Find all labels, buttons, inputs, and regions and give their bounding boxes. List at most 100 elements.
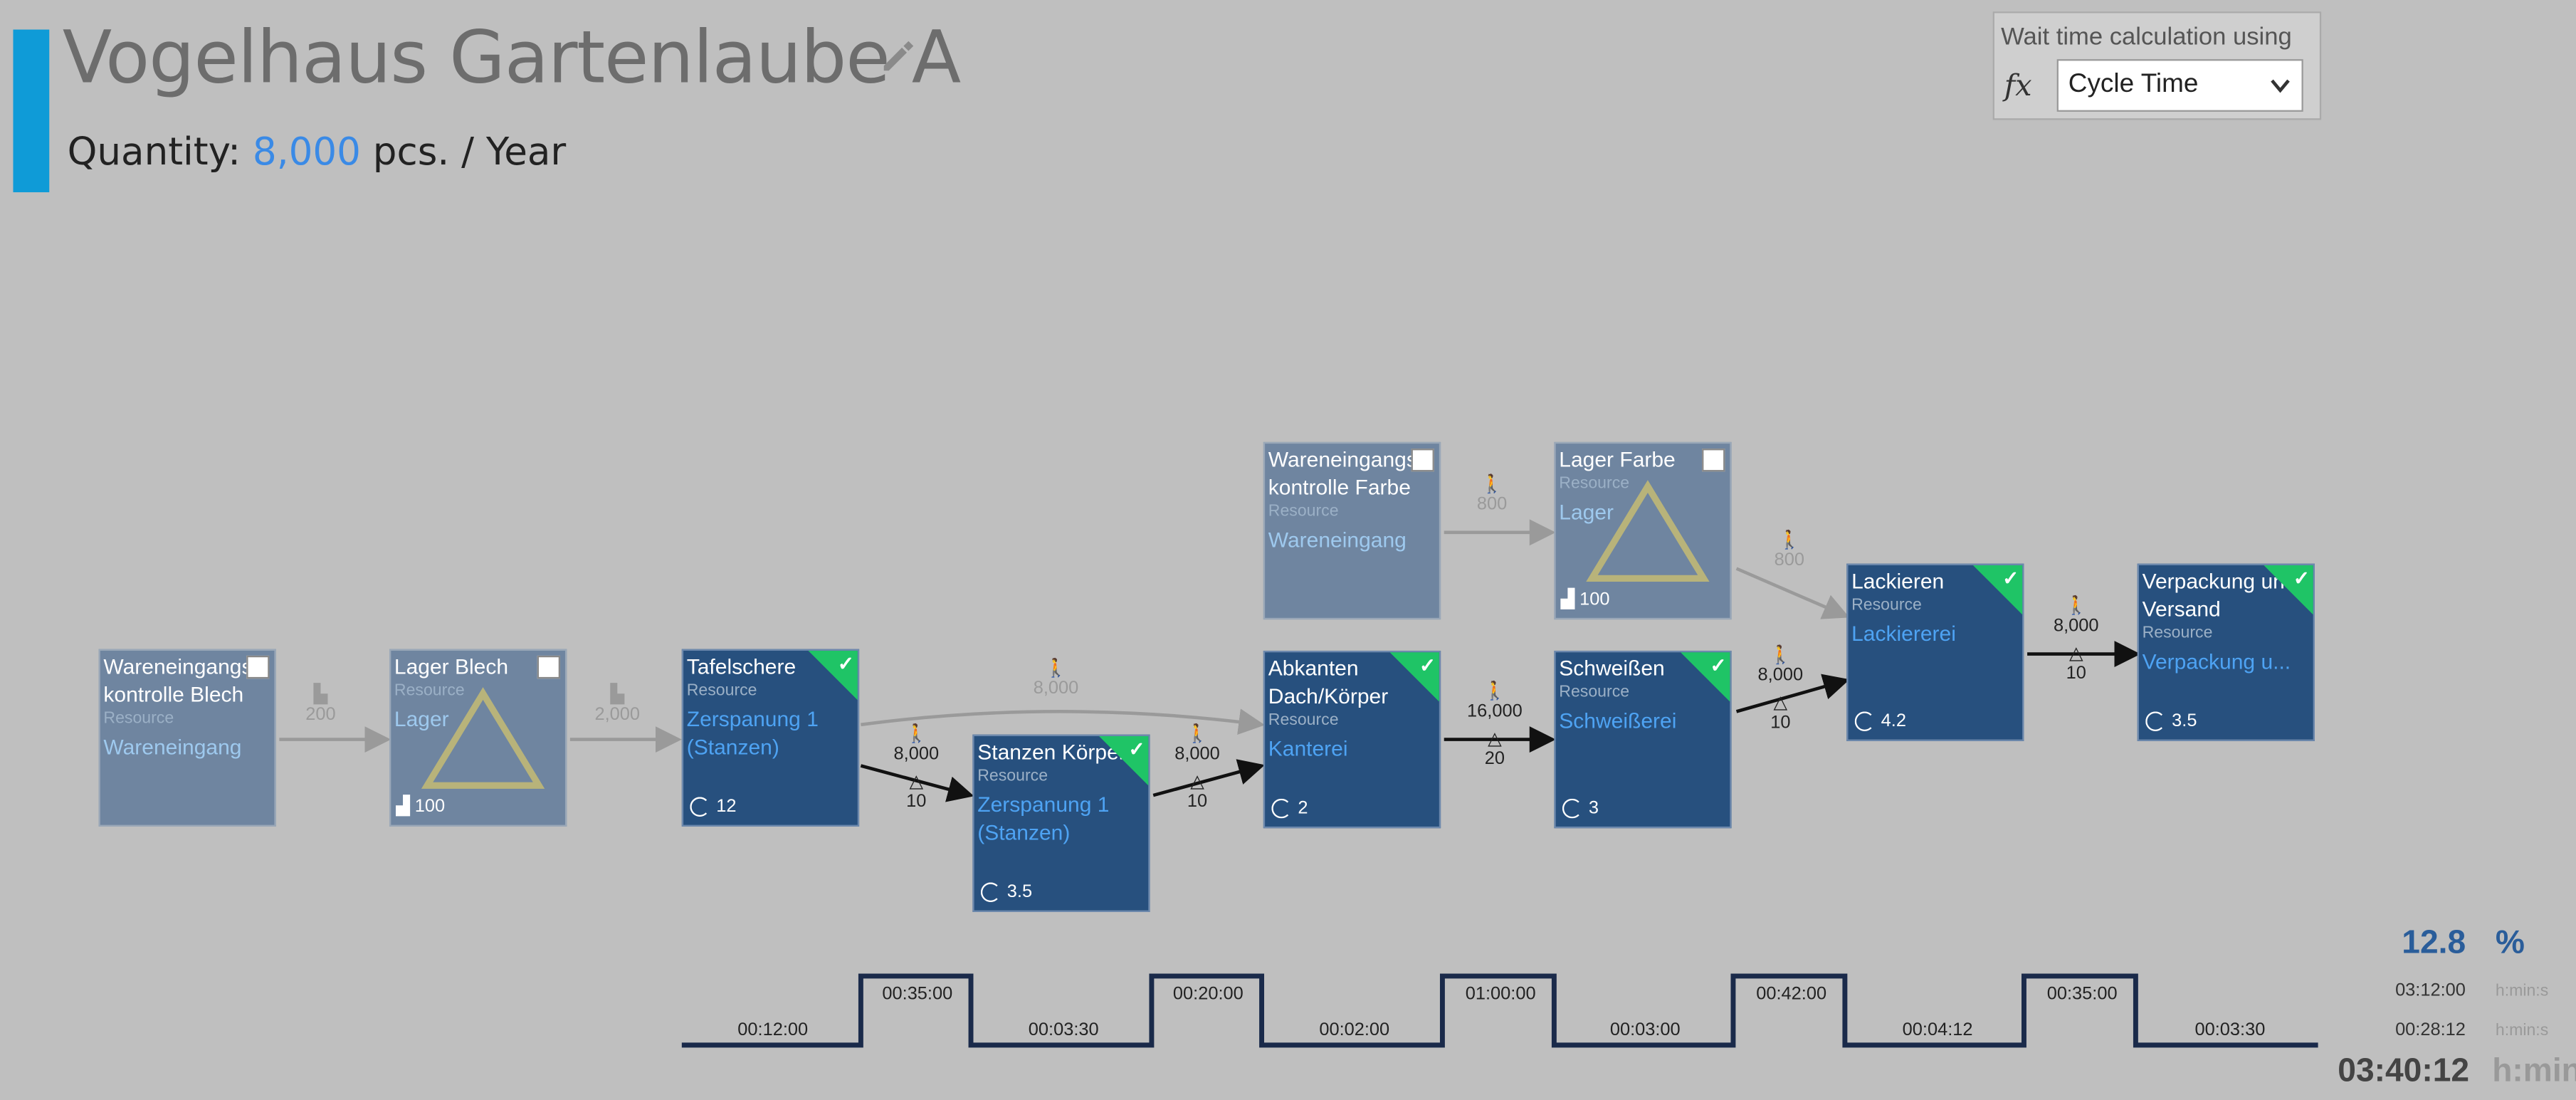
node-checked-badge[interactable] xyxy=(808,650,858,701)
edge-label: 🚶16,000△20 xyxy=(1467,681,1523,769)
efficiency-unit: % xyxy=(2495,925,2525,962)
node-resource-link[interactable]: Wareneingang xyxy=(103,734,242,760)
node-resource-label: Resource xyxy=(1559,683,1630,702)
node-resource-label: Resource xyxy=(686,681,757,701)
wait-time-total: 00:28:12 xyxy=(2395,1020,2466,1040)
lead-time-total: 03:40:12 xyxy=(2338,1053,2470,1090)
timeline-process-time: 00:20:00 xyxy=(1172,984,1244,1005)
timeline-wait-time: 00:03:30 xyxy=(1028,1020,1099,1040)
cycle-icon xyxy=(1854,711,1875,732)
node-name: Abkanten Dach/Körper xyxy=(1268,655,1389,708)
process-node-wareneingang-blech[interactable]: Wareneingangs kontrolle Blech Resource W… xyxy=(98,649,276,827)
wait-time-selected: Cycle Time xyxy=(2068,70,2199,99)
node-cycle-time: 3.5 xyxy=(980,882,1032,903)
batch-triangle-icon: △ xyxy=(1190,772,1204,792)
walker-icon: 🚶 xyxy=(1481,475,1503,495)
inventory-triangle-icon xyxy=(421,687,545,789)
node-checked-badge[interactable] xyxy=(1099,735,1149,786)
node-resource-link[interactable]: Zerspanung 1 (Stanzen) xyxy=(977,792,1110,845)
node-checked-badge[interactable] xyxy=(1681,652,1730,702)
page-title: Vogelhaus Gartenlaube A xyxy=(62,16,961,100)
check-icon: ✓ xyxy=(2002,567,2019,590)
node-resource-label: Resource xyxy=(2142,624,2213,643)
efficiency-value: 12.8 xyxy=(2402,925,2466,962)
node-stock: ▟ 100 xyxy=(1560,590,1610,610)
node-resource-link[interactable]: Wareneingang xyxy=(1268,527,1407,552)
process-node-verpackung[interactable]: Verpackung und Versand Resource Verpacku… xyxy=(2137,563,2315,741)
node-checkbox[interactable] xyxy=(1702,449,1725,472)
edge-n3-n7 xyxy=(861,708,1266,735)
walker-icon: 🚶 xyxy=(1186,724,1209,745)
process-node-abkanten[interactable]: Abkanten Dach/Körper Resource Kanterei ✓… xyxy=(1263,650,1441,829)
node-resource-link[interactable]: Lager xyxy=(394,706,449,732)
node-resource-label: Resource xyxy=(1559,475,1630,493)
wait-time-label: Wait time calculation using xyxy=(2001,23,2292,51)
node-name: Wareneingangs kontrolle Blech xyxy=(103,654,253,707)
node-resource-link[interactable]: Verpackung u... xyxy=(2142,649,2291,674)
node-resource-label: Resource xyxy=(977,767,1048,786)
node-resource-link[interactable]: Kanterei xyxy=(1268,735,1348,761)
cycle-icon xyxy=(2145,711,2165,732)
wait-time-select[interactable]: Cycle Time xyxy=(2056,59,2303,112)
node-name: Lager Farbe xyxy=(1559,446,1676,472)
node-cycle-time: 12 xyxy=(690,797,737,817)
inventory-node-lager-farbe[interactable]: Lager Farbe Resource Lager ▟ 100 xyxy=(1554,441,1732,620)
walker-icon: 🚶 xyxy=(1778,530,1801,551)
node-name: Tafelschere xyxy=(686,654,797,679)
node-name: Lager Blech xyxy=(394,654,509,679)
timeline-process-time: 01:00:00 xyxy=(1465,984,1536,1005)
node-name: Wareneingangs kontrolle Farbe xyxy=(1268,446,1417,500)
check-icon: ✓ xyxy=(837,652,855,676)
timeline-wait-time: 00:03:30 xyxy=(2194,1020,2266,1040)
node-checkbox[interactable] xyxy=(246,655,270,679)
stock-icon: ▟ xyxy=(1560,590,1580,610)
edge-label: ▙200 xyxy=(305,683,335,724)
node-checkbox[interactable] xyxy=(537,655,561,679)
quantity-unit: pcs. / Year xyxy=(372,131,567,174)
edge-n4-n7 xyxy=(1152,759,1265,797)
node-cycle-time: 2 xyxy=(1271,798,1308,819)
timeline-path xyxy=(681,973,2318,1048)
node-checkbox[interactable] xyxy=(1411,449,1434,472)
lead-time-unit: h:min xyxy=(2492,1053,2576,1090)
node-name: Lackieren xyxy=(1851,568,1945,594)
forklift-icon: ▙ xyxy=(313,685,328,706)
node-resource-label: Resource xyxy=(1268,503,1339,521)
process-node-lackieren[interactable]: Lackieren Resource Lackiererei ✓ 4.2 xyxy=(1846,563,2024,741)
walker-icon: 🚶 xyxy=(1044,659,1068,679)
check-icon: ✓ xyxy=(1419,654,1436,677)
node-checked-badge[interactable] xyxy=(1972,565,2023,615)
edge-n3-n4 xyxy=(860,764,974,802)
process-node-stanzen-koerper[interactable]: Stanzen Körper Resource Zerspanung 1 (St… xyxy=(972,734,1150,912)
edge-label: 🚶8,000△10 xyxy=(1758,644,1804,733)
check-icon: ✓ xyxy=(1710,654,1727,677)
node-cycle-time: 4.2 xyxy=(1854,711,1906,732)
edge-label: 🚶800 xyxy=(1775,529,1804,570)
process-time-total: 03:12:00 xyxy=(2395,980,2466,1001)
process-node-wareneingang-farbe[interactable]: Wareneingangs kontrolle Farbe Resource W… xyxy=(1263,441,1441,620)
pencil-edit-icon[interactable] xyxy=(877,36,916,75)
walker-icon: 🚶 xyxy=(1769,646,1792,666)
timeline-wait-time: 00:03:00 xyxy=(1609,1020,1681,1040)
wait-time-unit: h:min:s xyxy=(2495,1022,2549,1040)
edge-n6-n9 xyxy=(1735,567,1850,619)
node-checked-badge[interactable] xyxy=(2264,565,2313,615)
node-resource-link[interactable]: Schweißerei xyxy=(1559,708,1677,733)
walker-icon: 🚶 xyxy=(2064,596,2088,617)
node-checked-badge[interactable] xyxy=(1389,652,1439,702)
quantity-value[interactable]: 8,000 xyxy=(252,131,361,174)
edge-n8-n9 xyxy=(1735,674,1850,713)
wait-time-panel: Wait time calculation using fx Cycle Tim… xyxy=(1992,11,2322,120)
process-node-schweissen[interactable]: Schweißen Resource Schweißerei ✓ 3 xyxy=(1554,650,1732,829)
node-resource-link[interactable]: Lager xyxy=(1559,499,1614,525)
process-time-unit: h:min:s xyxy=(2495,983,2549,1001)
edge-label: ▙2,000 xyxy=(594,683,640,724)
process-node-tafelschere[interactable]: Tafelschere Resource Zerspanung 1 (Stanz… xyxy=(681,649,860,827)
node-resource-link[interactable]: Lackiererei xyxy=(1851,621,1956,646)
node-resource-label: Resource xyxy=(1268,711,1339,730)
node-resource-link[interactable]: Zerspanung 1 (Stanzen) xyxy=(686,706,819,760)
chevron-down-icon xyxy=(2271,79,2290,93)
inventory-node-lager-blech[interactable]: Lager Blech Resource Lager ▟ 100 xyxy=(389,649,567,827)
